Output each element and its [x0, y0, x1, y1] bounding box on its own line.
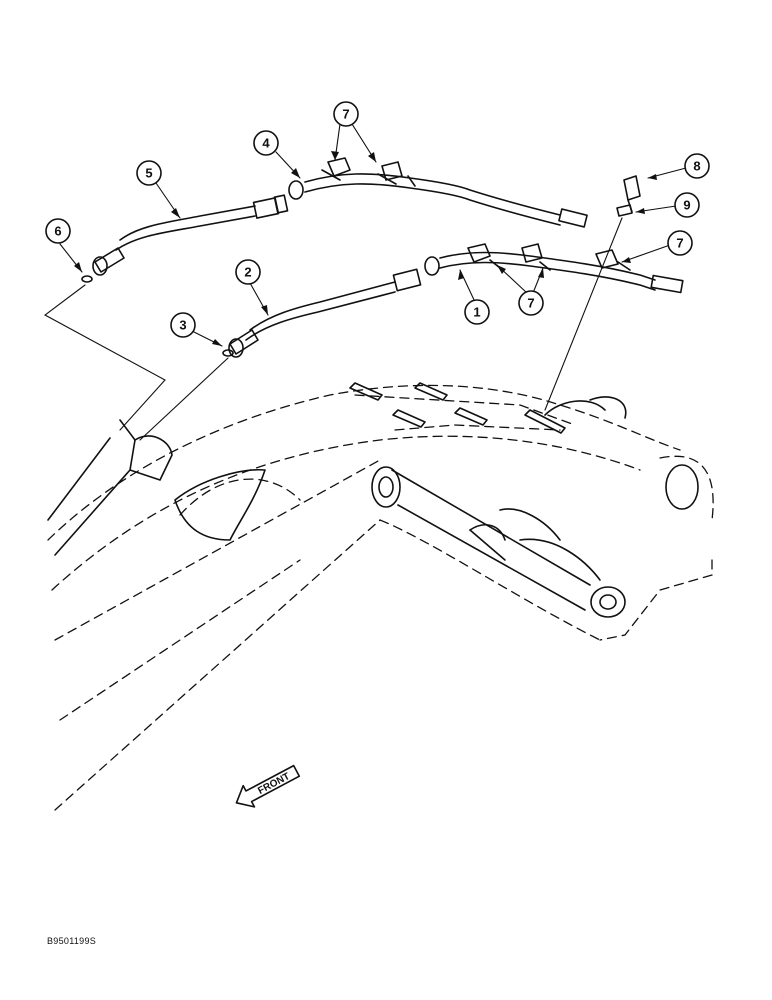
callout-7b: 7 — [518, 290, 544, 316]
bolt-washer — [616, 175, 641, 217]
lower-hose — [228, 243, 684, 358]
o-rings — [81, 275, 234, 357]
boom-outline — [47, 384, 714, 811]
callout-8-label: 8 — [693, 159, 700, 174]
callout-5-label: 5 — [145, 166, 152, 181]
callout-9: 9 — [674, 192, 700, 218]
callout-4: 4 — [253, 130, 279, 156]
front-arrow: FRONT — [235, 764, 301, 808]
callout-3: 3 — [170, 312, 196, 338]
upper-hose — [92, 157, 588, 276]
callout-7b-label: 7 — [527, 296, 534, 311]
callout-2: 2 — [235, 259, 261, 285]
callout-8: 8 — [684, 153, 710, 179]
callout-1-label: 1 — [473, 305, 480, 320]
callout-7c: 7 — [667, 230, 693, 256]
front-label: FRONT — [256, 771, 292, 797]
callout-5: 5 — [136, 160, 162, 186]
callout-7a: 7 — [333, 101, 359, 127]
callout-6: 6 — [45, 218, 71, 244]
callout-7a-label: 7 — [342, 107, 349, 122]
leader-lines — [59, 123, 687, 347]
hose-brackets — [349, 382, 566, 434]
callout-1: 1 — [464, 299, 490, 325]
boom-cylinder — [47, 396, 699, 618]
callout-2-label: 2 — [244, 265, 251, 280]
assembly-lines — [43, 217, 623, 441]
drawing-code: B9501199S — [47, 936, 97, 946]
callout-4-label: 4 — [262, 136, 270, 151]
callout-7c-label: 7 — [676, 236, 683, 251]
callout-9-label: 9 — [683, 198, 690, 213]
callout-3-label: 3 — [179, 318, 186, 333]
callout-6-label: 6 — [54, 224, 61, 239]
